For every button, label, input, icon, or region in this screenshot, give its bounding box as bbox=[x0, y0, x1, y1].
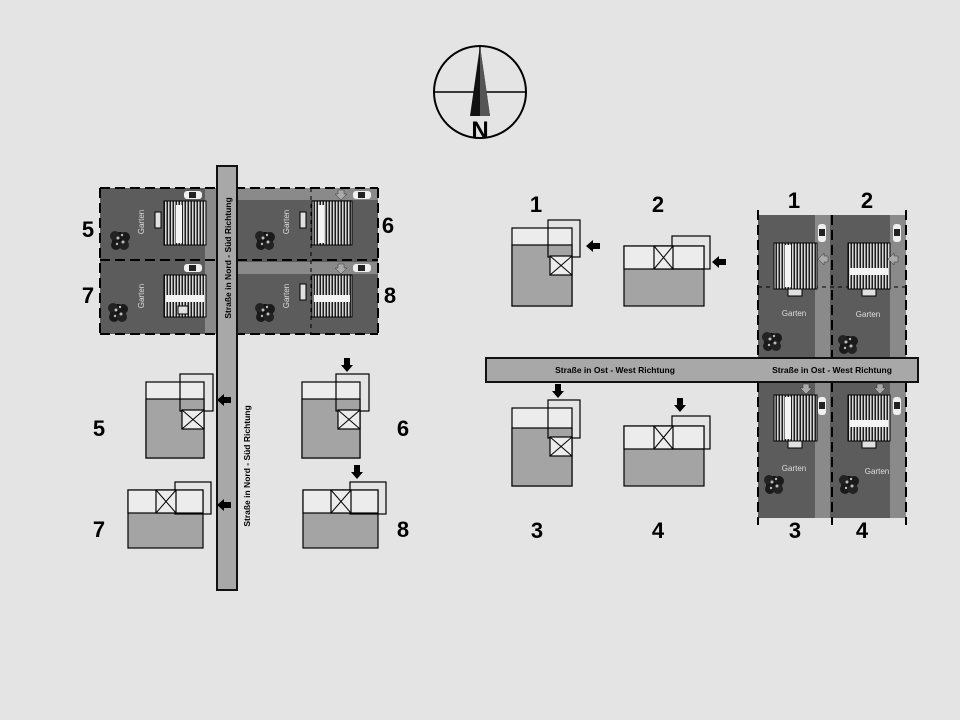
floorplan-7 bbox=[127, 481, 231, 549]
north-south-road-label: Straße in Nord - Süd Richtung bbox=[223, 197, 233, 318]
floorplan-2 bbox=[623, 235, 726, 307]
diagram-number-6: 6 bbox=[397, 416, 409, 441]
garden-label: Garten bbox=[782, 464, 806, 473]
north-south-road-label: Straße in Nord - Süd Richtung bbox=[242, 405, 252, 526]
house-3 bbox=[773, 394, 818, 442]
floorplan-1 bbox=[511, 219, 600, 307]
garden-label: Garten bbox=[282, 210, 291, 234]
entrance-arrow-icon bbox=[674, 398, 686, 412]
entrance-arrow-icon bbox=[552, 384, 564, 398]
tree-icon bbox=[110, 231, 130, 250]
house-2 bbox=[847, 242, 891, 290]
tree-icon bbox=[108, 303, 128, 322]
east-west-road-label: Straße in Ost - West Richtung bbox=[772, 365, 892, 375]
house-1 bbox=[773, 242, 818, 290]
diagram-number-7: 7 bbox=[93, 517, 105, 542]
lot-number-8: 8 bbox=[384, 283, 396, 308]
entrance-arrow-icon bbox=[712, 256, 726, 268]
tree-icon bbox=[764, 475, 784, 494]
house-5 bbox=[163, 200, 207, 246]
garden-label: Garten bbox=[865, 467, 889, 476]
left-site-plan: Garten Garten Garten Garten Straße in No… bbox=[82, 165, 409, 591]
compass-north-label: N bbox=[471, 117, 488, 144]
tree-icon bbox=[762, 332, 782, 351]
floorplan-3 bbox=[511, 384, 581, 487]
lot-number-1: 1 bbox=[788, 188, 800, 213]
house-4 bbox=[847, 394, 891, 442]
entrance-arrow-icon bbox=[586, 240, 600, 252]
floorplan-4 bbox=[623, 398, 711, 487]
car-icon bbox=[893, 224, 901, 242]
tree-icon bbox=[838, 335, 858, 354]
diagram-number-2: 2 bbox=[652, 192, 664, 217]
entrance-arrow-icon bbox=[351, 465, 363, 479]
diagram-number-8: 8 bbox=[397, 517, 409, 542]
right-site-plan: Garten Garten Garten Garten Straße in Os… bbox=[485, 188, 919, 543]
floorplan-6 bbox=[301, 358, 370, 459]
north-compass-icon: N bbox=[433, 45, 527, 144]
diagram-number-5: 5 bbox=[93, 416, 105, 441]
east-west-road bbox=[485, 357, 919, 383]
car-icon bbox=[353, 191, 371, 199]
diagram-number-4: 4 bbox=[652, 518, 665, 543]
lot-number-4: 4 bbox=[856, 518, 869, 543]
garden-label: Garten bbox=[282, 284, 291, 308]
tree-icon bbox=[839, 475, 859, 494]
lot-number-5: 5 bbox=[82, 217, 94, 242]
floorplan-5 bbox=[145, 373, 231, 459]
diagram-number-1: 1 bbox=[530, 192, 542, 217]
tree-icon bbox=[255, 231, 275, 250]
car-icon bbox=[184, 191, 202, 199]
car-icon bbox=[818, 224, 826, 242]
car-icon bbox=[184, 264, 202, 272]
car-icon bbox=[818, 397, 826, 415]
garden-label: Garten bbox=[856, 310, 880, 319]
tree-icon bbox=[255, 303, 275, 322]
diagram-number-3: 3 bbox=[531, 518, 543, 543]
lot-number-7: 7 bbox=[82, 283, 94, 308]
entrance-arrow-icon bbox=[341, 358, 353, 372]
car-icon bbox=[353, 264, 371, 272]
lot-number-2: 2 bbox=[861, 188, 873, 213]
garden-label: Garten bbox=[782, 309, 806, 318]
garden-label: Garten bbox=[137, 284, 146, 308]
garden-label: Garten bbox=[137, 210, 146, 234]
floorplan-8 bbox=[302, 465, 387, 549]
lot-number-3: 3 bbox=[789, 518, 801, 543]
east-west-road-label: Straße in Ost - West Richtung bbox=[555, 365, 675, 375]
north-south-road bbox=[216, 165, 238, 591]
car-icon bbox=[893, 397, 901, 415]
lot-number-6: 6 bbox=[382, 213, 394, 238]
